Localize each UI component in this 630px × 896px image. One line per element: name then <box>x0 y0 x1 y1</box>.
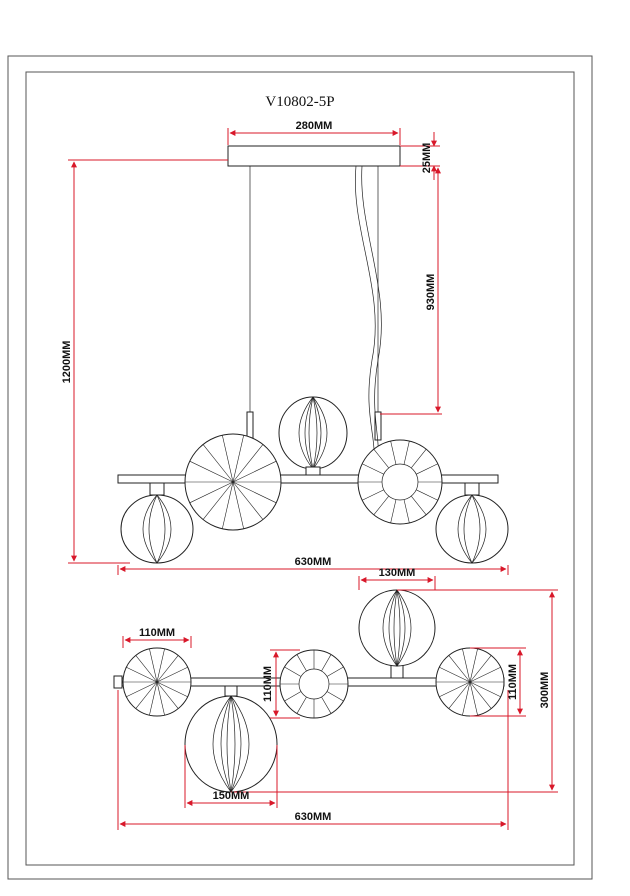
shade-rib <box>326 691 344 702</box>
shade-rib <box>232 481 244 529</box>
label-top-total-width: 630MM <box>295 811 332 823</box>
shade-rib <box>469 681 501 698</box>
label-disc-width: 110MM <box>139 627 175 639</box>
label-ring: 110MM <box>262 666 274 702</box>
shade-rib <box>448 681 471 709</box>
shade-rib <box>156 681 188 698</box>
disc-top-right <box>435 647 505 717</box>
disc-front-left <box>184 433 282 531</box>
shade-rib <box>284 691 302 702</box>
shade-rib <box>410 495 427 516</box>
globe-front-left <box>120 482 194 564</box>
power-cord <box>354 165 376 471</box>
shade-rib <box>284 666 302 677</box>
shade-rib <box>416 463 438 475</box>
shade-rib <box>126 681 158 698</box>
shade-rib <box>390 499 397 524</box>
globe-front-right <box>435 482 509 564</box>
shade-rib <box>232 481 264 520</box>
shade-rib <box>469 681 492 709</box>
shade-rib <box>232 444 264 483</box>
shade-rib <box>156 648 165 683</box>
shade-rib <box>390 440 397 465</box>
top-view: 110MM 130MM 110MM 110MM 300MM 150MM 630M… <box>113 567 558 830</box>
shade-rib <box>202 444 234 483</box>
shade-rib <box>149 648 158 683</box>
label-globe-small: 130MM <box>379 567 416 579</box>
shade-rib <box>189 460 234 483</box>
label-globe-large: 150MM <box>213 790 250 802</box>
shade-rib <box>469 648 478 683</box>
model-code: V10802-5P <box>265 94 334 110</box>
shade-rib <box>403 499 410 524</box>
shade-rib <box>416 489 438 501</box>
shade-rib <box>156 681 179 709</box>
label-depth: 300MM <box>539 672 551 709</box>
shade-rib <box>126 666 158 683</box>
shade-rib <box>222 481 234 529</box>
shade-rib <box>362 489 384 501</box>
shade-rib <box>135 655 158 683</box>
front-view: 280MM 25MM 930MM 1200MM 630MM <box>61 120 509 575</box>
shade-rib <box>362 463 384 475</box>
label-total-height: 1200MM <box>61 341 73 384</box>
shade-rib <box>469 681 478 716</box>
label-canopy-height: 25MM <box>421 143 433 174</box>
label-front-total-width: 630MM <box>295 556 332 568</box>
outer-frame <box>7 55 593 880</box>
shade-rib <box>232 435 244 483</box>
shade-rib <box>156 681 165 716</box>
shade-rib <box>321 696 332 714</box>
inner-frame <box>25 71 575 866</box>
shade-rib <box>439 681 471 698</box>
label-canopy-width: 280MM <box>296 120 333 132</box>
shade-rib <box>373 448 390 469</box>
shade-rib <box>410 448 427 469</box>
shade-rib <box>135 681 158 709</box>
shade-rib <box>189 481 234 504</box>
shade-rib <box>296 654 307 672</box>
ring-front-right <box>357 439 443 525</box>
label-cable-length: 930MM <box>425 274 437 311</box>
shade-rib <box>156 655 179 683</box>
shade-rib <box>469 666 501 683</box>
front-bar <box>117 474 499 484</box>
shade-rib <box>156 666 188 683</box>
shade-rib <box>448 655 471 683</box>
shade-rib <box>326 666 344 677</box>
shade-rib <box>296 696 307 714</box>
shade-rib <box>202 481 234 520</box>
canopy <box>227 145 401 167</box>
label-disc-right: 110MM <box>507 664 519 700</box>
shade-rib <box>149 681 158 716</box>
shade-rib <box>439 666 471 683</box>
globe-top-small <box>358 589 436 679</box>
shade-rib <box>232 481 277 504</box>
ring-top-center <box>279 649 349 719</box>
disc-top-left <box>122 647 192 717</box>
shade-rib <box>403 440 410 465</box>
shade-rib <box>469 655 492 683</box>
shade-rib <box>462 681 471 716</box>
shade-rib <box>232 460 277 483</box>
globe-top-center <box>278 396 348 476</box>
shade-rib <box>222 435 234 483</box>
shade-rib <box>462 648 471 683</box>
shade-rib <box>321 654 332 672</box>
shade-rib <box>373 495 390 516</box>
